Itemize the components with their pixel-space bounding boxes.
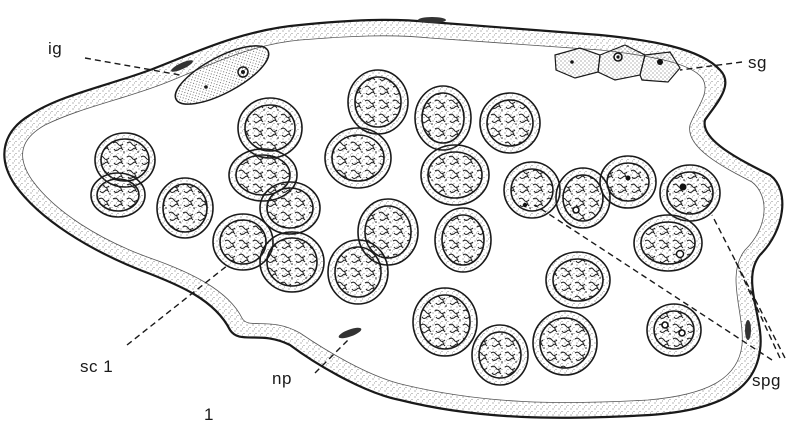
cell [260, 182, 320, 234]
label-spg: spg [752, 371, 781, 390]
label-sg: sg [748, 53, 767, 72]
cell [325, 128, 391, 188]
label-sc1: sc 1 [80, 357, 113, 376]
cell [533, 311, 597, 375]
cell [472, 325, 528, 385]
label-panel-number: 1 [204, 405, 214, 424]
label-np: np [272, 369, 292, 388]
cell [91, 173, 145, 217]
cell [157, 178, 213, 238]
wall-nucleus-top [418, 17, 446, 23]
cell [415, 86, 471, 150]
cell [634, 215, 702, 271]
cell [413, 288, 477, 356]
wall-nucleus-right [745, 320, 751, 340]
cell [660, 165, 720, 221]
cell [546, 252, 610, 308]
cell [328, 240, 388, 304]
label-ig: ig [48, 39, 62, 58]
cell [421, 145, 489, 205]
cell [600, 156, 656, 208]
cell [504, 162, 560, 218]
cell [348, 70, 408, 134]
cell [480, 93, 540, 153]
cell [435, 208, 491, 272]
cell [647, 304, 701, 356]
cell [260, 232, 324, 292]
